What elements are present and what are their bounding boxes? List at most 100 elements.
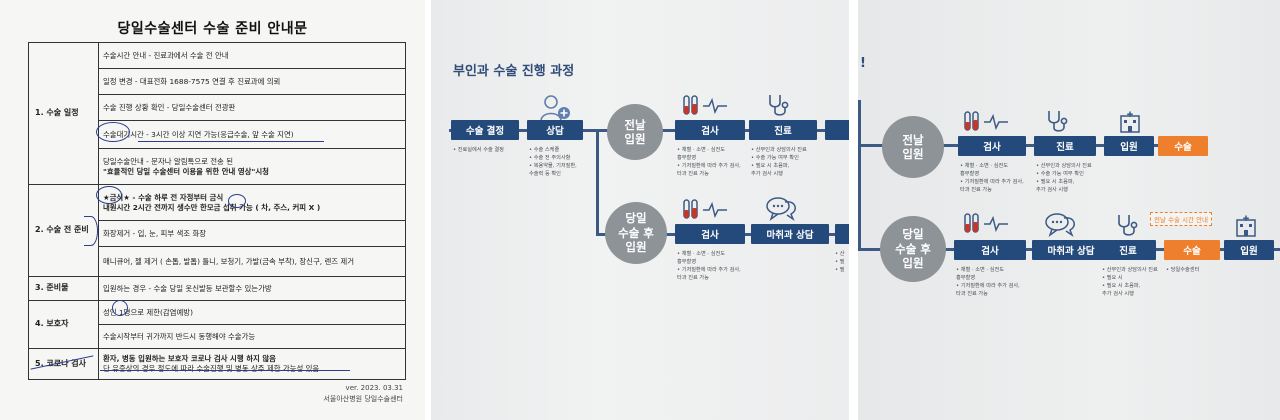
pen-circle-mark <box>96 122 130 142</box>
row-line: ★금식★ - 수술 하루 전 자정부터 금식 내원시간 2시간 전까지 생수만 … <box>98 184 406 221</box>
test-tubes-heartbeat-icon <box>964 111 1008 131</box>
clinic-note-top: • 산부인과 상담의사 진료 • 수술 가능 여부 확인 • 필요 시 초음파,… <box>751 146 807 178</box>
exam-note-bottom: • 채혈 · 소변 · 심전도 흉부촬영 • 기저질환에 따라 추가 검사, 타… <box>956 266 1020 298</box>
note-line: • 수술 스케줄 <box>529 147 560 153</box>
row-line: 수술시간 안내 - 진료과에서 수술 전 안내 <box>98 42 406 69</box>
note-line: • 채혈 · 소변 · 심전도 <box>677 251 726 257</box>
panel-divider <box>425 0 431 420</box>
flow-title: 부인과 수술 진행 과정 <box>453 64 575 79</box>
test-tubes-heartbeat-icon <box>683 95 727 115</box>
row-line-text: ★금식★ - 수술 하루 전 자정부터 금식 <box>103 192 224 202</box>
circle-line: 수술 후 <box>618 225 654 240</box>
pen-circle-mark <box>228 194 246 208</box>
issuer-text: 서울아산병원 당일수술센터 <box>323 394 403 403</box>
note-line: • 산 <box>835 251 845 257</box>
next-box-cut <box>835 224 849 244</box>
clinic-box-top: 진료 <box>749 120 817 140</box>
consult-box: 상담 <box>527 120 583 140</box>
same-day-admission-circle: 당일 수술 후 입원 <box>880 216 946 282</box>
note-line: 흉부촬영 <box>677 259 697 266</box>
exam-box-top: 검사 <box>675 120 745 140</box>
pen-bracket-mark <box>84 216 98 246</box>
speech-bubbles-icon <box>766 197 796 221</box>
document-photo: 당일수술센터 수술 준비 안내문 1. 수술 일정 수술시간 안내 - 진료과에… <box>0 0 425 420</box>
row-line: 입원하는 경우 - 수술 당일 옷신발등 보관할수 있는가방 <box>98 276 406 301</box>
exam-box-top: 검사 <box>958 136 1026 156</box>
exam-note-top: • 채혈 · 소변 · 심전도 흉부촬영 • 기저질환에 따라 추가 검사, 타… <box>960 162 1024 194</box>
decision-note: • 진료실에서 수술 결정 <box>453 146 504 154</box>
surgery-time-callout: 전날 수술 시간 안내 <box>1150 212 1213 226</box>
row-line: 수술시작부터 귀가까지 반드시 동행해야 수술가능 <box>98 324 406 349</box>
exam-box-bottom: 검사 <box>954 240 1026 260</box>
row-line-text: "효율적인 당일 수술센터 이용을 위한 안내 영상"시청 <box>103 166 269 176</box>
circle-line: 당일 <box>902 227 924 242</box>
table-row: 3. 준비물 입원하는 경우 - 수술 당일 옷신발등 보관할수 있는가방 <box>28 276 406 301</box>
note-line: • 당일수술센터 <box>1166 267 1200 273</box>
note-line: • 필 <box>835 267 845 274</box>
note-line: • 산부인과 상담의사 진료 <box>751 147 807 153</box>
note-line: 추가 검사 시행 <box>1102 291 1134 298</box>
circle-line: 전날 <box>624 117 646 132</box>
stethoscope-icon <box>1118 215 1138 236</box>
hospital-building-icon <box>1236 215 1256 237</box>
note-line: • 필요 시 초음파, <box>1102 283 1141 290</box>
edge-note: • 산 • 필 • 필 <box>835 250 844 274</box>
circle-line: 입원 <box>625 240 647 255</box>
note-line: • 기저질환에 따라 추가 검사, <box>956 283 1020 290</box>
exam-note-top: • 채혈 · 소변 · 심전도 흉부촬영 • 기저질환에 따라 추가 검사, 타… <box>677 146 741 178</box>
circle-line: 수술 후 <box>895 241 931 256</box>
note-line: 타과 진료 가능 <box>956 291 988 298</box>
exam-box-bottom: 검사 <box>675 224 745 244</box>
next-box-cut <box>825 120 849 140</box>
note-line: • 산부인과 상담의사 진료 <box>1036 163 1092 169</box>
note-line: 수술력 등 확인 <box>529 171 561 178</box>
document-table: 1. 수술 일정 수술시간 안내 - 진료과에서 수술 전 안내 일정 변경 -… <box>28 42 406 380</box>
pen-underline-mark <box>138 141 324 143</box>
category-cell: 4. 보호자 <box>28 300 99 349</box>
document-title: 당일수술센터 수술 준비 안내문 <box>117 21 308 37</box>
surgery-box-bottom: 수술 <box>1164 240 1220 260</box>
row-line-text: 단 유증상의 경우 정도에 따라 수술진행 및 병동 상주 제한 가능성 있음 <box>103 364 320 373</box>
note-line: 타과 진료 가능 <box>677 171 709 178</box>
note-line: 흉부촬영 <box>960 171 980 178</box>
note-line: 흉부촬영 <box>956 275 976 282</box>
note-line: • 필 <box>835 259 845 266</box>
pen-circle-mark <box>96 186 122 204</box>
consult-note: • 수술 스케줄 • 수술 전 주의사항 • 복용약물, 기저질환, 수술력 등… <box>529 146 577 178</box>
decision-box: 수술 결정 <box>451 120 519 140</box>
table-row: 매니큐어, 젤 제거 ( 손톱, 발톱) 틀니, 보청기, 가발(금속 부착),… <box>29 246 406 277</box>
note-line: 타과 진료 가능 <box>677 275 709 282</box>
table-row: 1. 수술 일정 수술시간 안내 - 진료과에서 수술 전 안내 <box>28 42 406 185</box>
note-line: • 복용약물, 기저질환, <box>529 163 577 170</box>
note-line: • 수술 가능 여부 확인 <box>751 155 799 162</box>
version-text: ver. 2023. 03.31 <box>345 384 403 392</box>
prev-day-admission-circle: 전날 입원 <box>607 104 663 160</box>
clinic-note-bottom: • 산부인과 상담의사 진료 • 필요 시 • 필요 시 초음파, 추가 검사 … <box>1102 266 1158 298</box>
note-line: • 수술 전 주의사항 <box>529 155 571 162</box>
row-line-text: 내원시간 2시간 전까지 생수만 한모금 섭취 가능 ( 차, 주스, 커피 X… <box>103 202 321 212</box>
note-line: 추가 검사 시행 <box>751 171 783 178</box>
admission-box-top: 입원 <box>1104 136 1154 156</box>
prev-day-admission-circle: 전날 입원 <box>882 116 944 178</box>
category-cell: 3. 준비물 <box>28 276 99 301</box>
row-line: 매니큐어, 젤 제거 ( 손톱, 발톱) 틀니, 보청기, 가발(금속 부착),… <box>98 246 406 277</box>
note-line: • 산부인과 상담의사 진료 <box>1102 267 1158 273</box>
anesthesia-consult-box: 마취과 상담 <box>751 224 829 244</box>
note-line: • 필요 시 초음파, <box>1036 179 1075 186</box>
pen-circle-mark <box>112 300 128 316</box>
flow-wall-left: 부인과 수술 진행 과정 수술 결정 상담 전날 입원 검사 진료 당일 수술 … <box>431 0 849 420</box>
clinic-box-bottom: 진료 <box>1100 240 1156 260</box>
test-tubes-heartbeat-icon <box>683 199 727 219</box>
note-line: 타과 진료 가능 <box>960 187 992 194</box>
circle-line: 당일 <box>625 211 647 226</box>
clinic-note-top: • 산부인과 상담의사 진료 • 수술 가능 여부 확인 • 필요 시 초음파,… <box>1036 162 1092 194</box>
row-line: 성인 1명으로 제한(감염예방) <box>98 300 406 325</box>
flow-connector <box>596 129 599 235</box>
speech-bubbles-icon <box>1045 213 1075 237</box>
note-line: • 기저질환에 따라 추가 검사, <box>677 163 741 170</box>
note-line: • 채혈 · 소변 · 심전도 <box>960 163 1009 169</box>
anesthesia-consult-box: 마취과 상담 <box>1032 240 1110 260</box>
note-line: 흉부촬영 <box>677 155 697 162</box>
note-line: • 필요 시 초음파, <box>751 163 790 170</box>
note-line: • 기저질환에 따라 추가 검사, <box>960 179 1024 186</box>
